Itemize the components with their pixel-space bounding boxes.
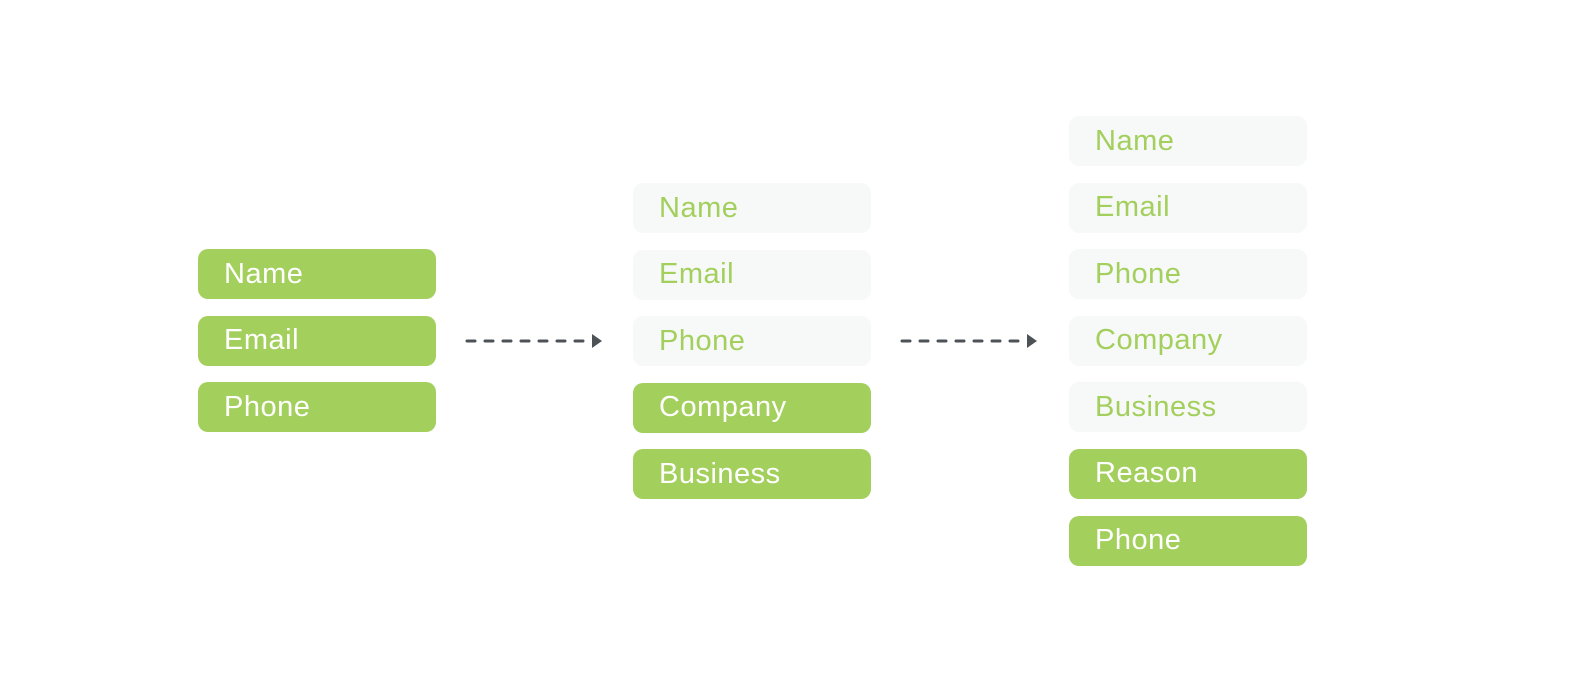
dashed-arrow-icon (465, 334, 602, 348)
stage-3-field-phone: Phone (1069, 249, 1307, 300)
stage-2-field-name: Name (633, 183, 871, 233)
stage-3-form: Name Email Phone Company Business Reason… (1069, 116, 1307, 582)
stage-2-field-email: Email (633, 249, 871, 300)
stage-2-field-phone: Phone (633, 316, 871, 367)
stage-2-field-business: Business (633, 449, 871, 500)
stage-3-field-reason: Reason (1069, 448, 1307, 499)
stage-3-field-company: Company (1069, 315, 1307, 366)
dashed-arrow-icon (900, 334, 1037, 348)
stage-3-field-business: Business (1069, 382, 1307, 433)
stage-2-form: Name Email Phone Company Business (633, 183, 871, 516)
stage-3-field-name: Name (1069, 116, 1307, 166)
stage-1-field-name: Name (198, 249, 436, 299)
stage-3-field-phone-new: Phone (1069, 515, 1307, 566)
stage-2-field-company: Company (633, 382, 871, 433)
stage-1-field-phone: Phone (198, 382, 436, 433)
stage-1-form: Name Email Phone (198, 249, 436, 449)
stage-1-field-email: Email (198, 315, 436, 366)
stage-3-field-email: Email (1069, 182, 1307, 233)
